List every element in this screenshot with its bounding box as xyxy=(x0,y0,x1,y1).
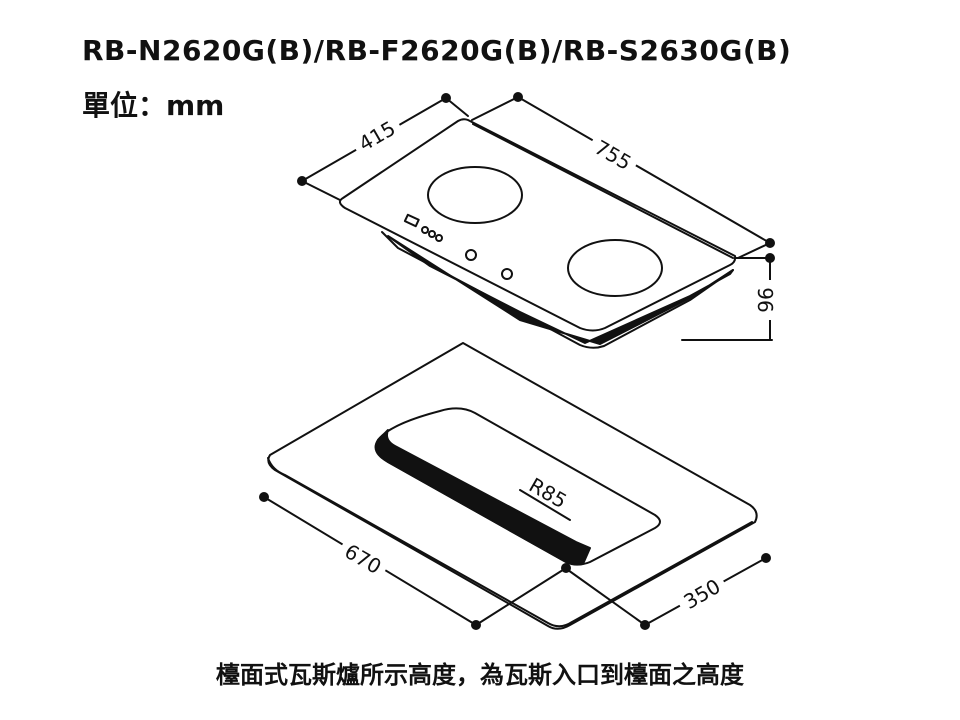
extension-line xyxy=(737,242,771,259)
hob-body-shadow xyxy=(387,235,734,345)
radius-underline xyxy=(519,489,571,521)
dim-dot xyxy=(259,492,269,502)
extension-line xyxy=(301,180,341,201)
control-button xyxy=(428,230,436,238)
control-button xyxy=(421,226,429,234)
dim-dot xyxy=(471,620,481,630)
height-footnote: 檯面式瓦斯爐所示高度，為瓦斯入口到檯面之高度 xyxy=(216,661,744,689)
dim-dot xyxy=(765,253,775,263)
burner-right xyxy=(567,239,663,297)
dim-label-96: 96 xyxy=(753,287,777,312)
hob-rear-edge xyxy=(472,123,734,259)
burner-left xyxy=(427,166,523,224)
dim-dot xyxy=(441,93,451,103)
extension-line xyxy=(567,569,646,626)
dimension-markers xyxy=(259,92,775,630)
knob-left xyxy=(465,249,477,261)
dim-dot xyxy=(761,553,771,563)
countertop-front-edge xyxy=(267,457,753,628)
display-window xyxy=(403,213,420,228)
dim-dot xyxy=(640,620,650,630)
unit-label: 單位：mm xyxy=(82,89,225,122)
dim-line-755 xyxy=(517,96,771,244)
extension-line xyxy=(475,567,567,626)
knob-right xyxy=(501,268,513,280)
dim-dot xyxy=(561,563,571,573)
dim-dot xyxy=(765,238,775,248)
model-title: RB-N2620G(B)/RB-F2620G(B)/RB-S2630G(B) xyxy=(82,34,792,67)
dim-dot xyxy=(297,176,307,186)
cutout-shadow xyxy=(375,429,591,566)
hob-glass-top xyxy=(339,118,737,332)
control-button xyxy=(435,234,443,242)
extension-line xyxy=(471,96,519,121)
dim-dot xyxy=(513,92,523,102)
